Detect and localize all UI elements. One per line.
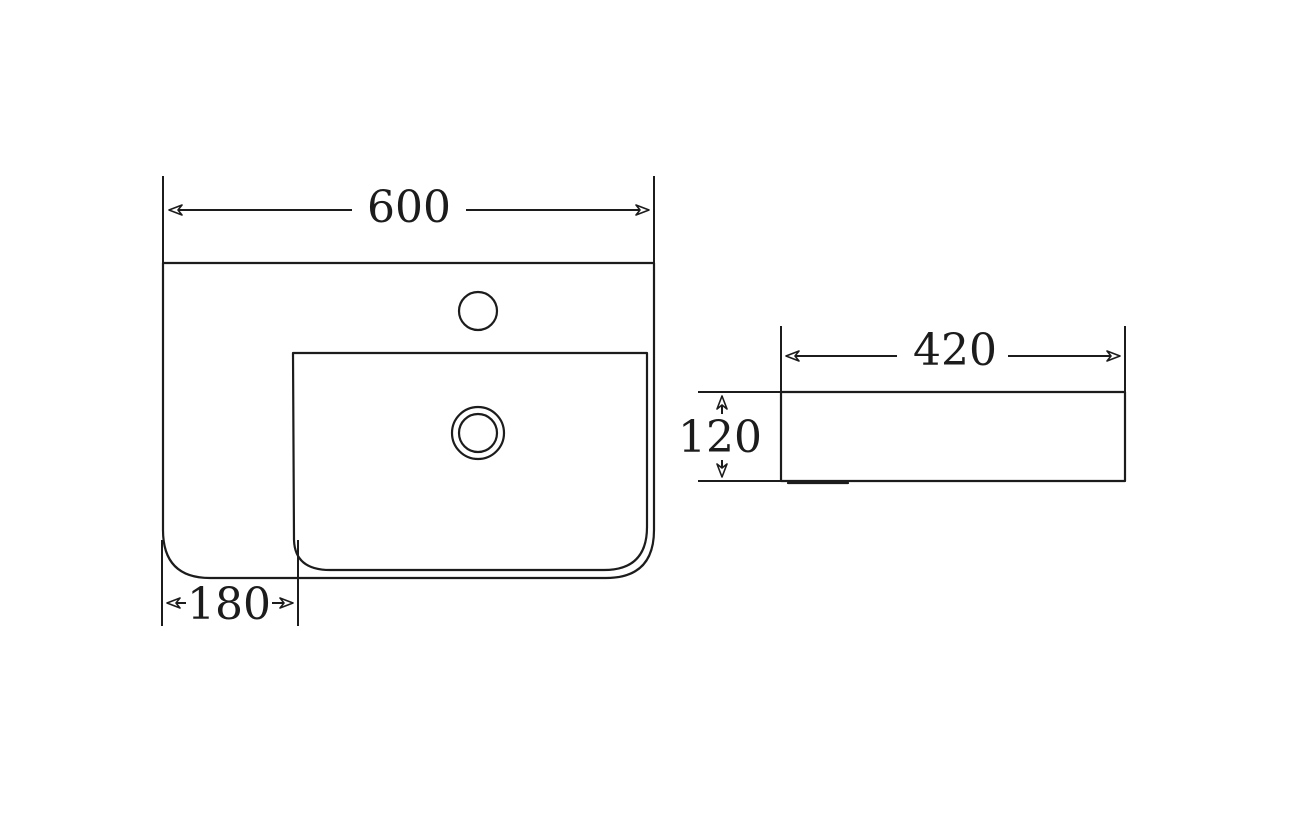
top-view: 600 180 <box>161 176 656 630</box>
drain-inner-ring <box>457 412 499 454</box>
tap-hole <box>457 290 499 332</box>
side-view: 420 120 <box>678 325 1127 485</box>
drain-outer-ring <box>450 405 506 461</box>
width-600-label: 600 <box>367 182 451 233</box>
basin-side-profile <box>779 390 1127 483</box>
basin-outer-outline <box>161 261 656 580</box>
bowl-inner-outline <box>291 351 649 572</box>
offset-180-label: 180 <box>187 579 271 630</box>
width-420-label: 420 <box>913 325 997 376</box>
height-120-label: 120 <box>678 412 762 463</box>
